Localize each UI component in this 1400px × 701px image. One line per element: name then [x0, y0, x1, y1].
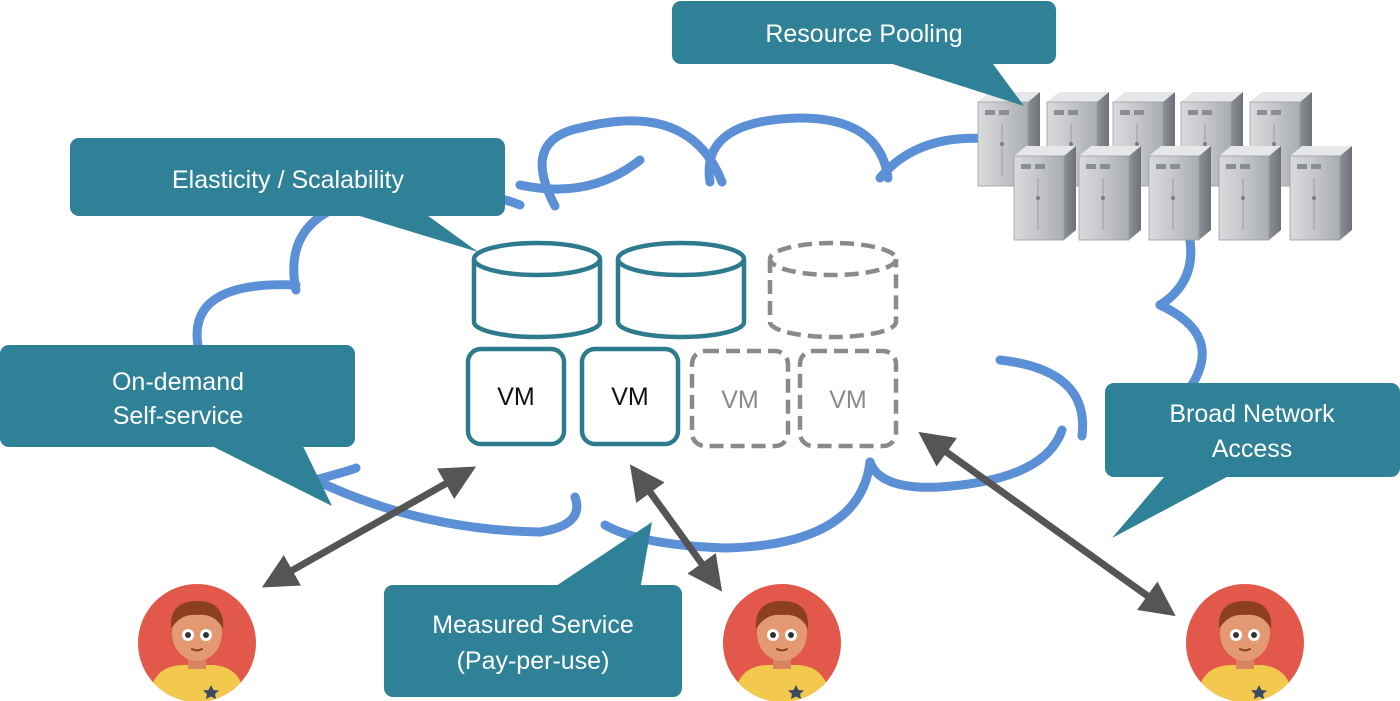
- vm-label: VM: [829, 386, 867, 414]
- user-avatar-icon: [138, 584, 256, 701]
- callout-label: Resource Pooling: [765, 20, 962, 48]
- callout-label-line1: On-demand: [112, 368, 244, 396]
- vm-box-2: VM: [579, 346, 681, 447]
- server-rack: [977, 91, 1353, 241]
- arrow-user3-vm: [918, 431, 1176, 617]
- user-avatar-icon: [1186, 584, 1304, 701]
- vm-box-1: VM: [465, 346, 567, 447]
- callout-label-line2: Access: [1212, 435, 1293, 463]
- vm-label: VM: [497, 383, 535, 411]
- server-icon: [1148, 145, 1212, 241]
- database-icon: [471, 240, 603, 340]
- server-icon: [1218, 145, 1282, 241]
- arrow-user2-vm: [629, 464, 723, 592]
- callout-label-line2: Self-service: [113, 402, 244, 430]
- vm-label: VM: [721, 386, 759, 414]
- server-icon: [1289, 145, 1353, 241]
- server-icon: [1078, 145, 1142, 241]
- callout-label: Elasticity / Scalability: [172, 166, 405, 194]
- database-icon: [615, 240, 747, 340]
- vm-box-3-inactive: VM: [689, 348, 791, 449]
- callout-broad-network: Broad Network Access: [1105, 383, 1400, 538]
- callout-label-line1: Measured Service: [432, 611, 633, 639]
- server-icon: [1013, 145, 1077, 241]
- arrow-user1-vm: [261, 466, 477, 588]
- vm-label: VM: [611, 383, 649, 411]
- vm-box-4-inactive: VM: [797, 348, 899, 449]
- callout-elasticity: Elasticity / Scalability: [70, 138, 505, 252]
- access-arrows: [261, 431, 1176, 617]
- callout-measured-service: Measured Service (Pay-per-use): [384, 522, 682, 697]
- callout-label-line2: (Pay-per-use): [457, 647, 610, 675]
- user-avatar-icon: [723, 584, 841, 701]
- callout-resource-pooling: Resource Pooling: [672, 1, 1056, 106]
- database-icon-inactive: [767, 240, 899, 340]
- callout-label-line1: Broad Network: [1169, 400, 1335, 428]
- callout-on-demand: On-demand Self-service: [0, 345, 355, 506]
